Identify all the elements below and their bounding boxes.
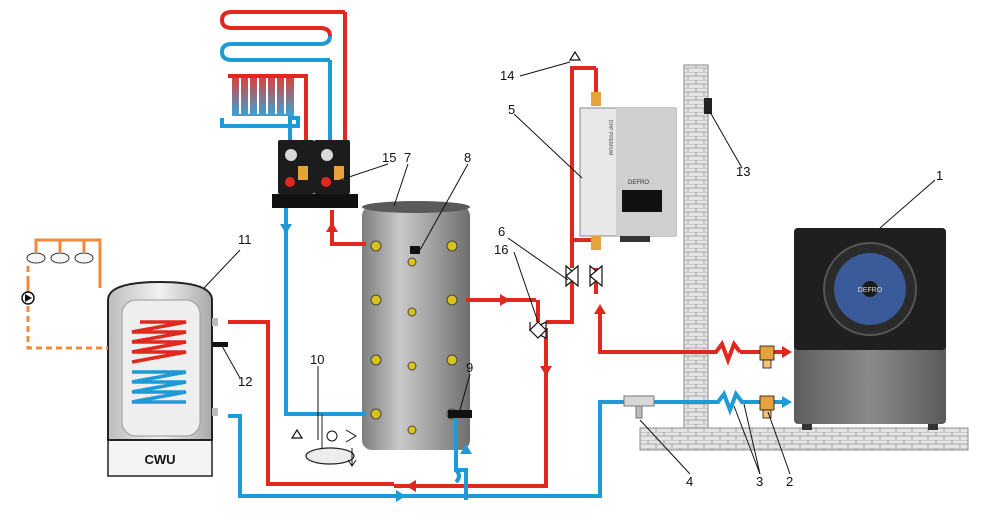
callout-8: 8	[464, 150, 471, 165]
callout-numbers: 1 2 3 4 5 6 7 8 9 10 11 12 13 14 15 16	[238, 68, 943, 489]
brass-fitting-top	[591, 92, 601, 106]
dhw-tank-label: CWU	[144, 452, 175, 467]
brick-wall	[683, 64, 709, 431]
valve-icons	[528, 264, 603, 339]
pump-group-module	[272, 140, 358, 208]
separator-fitting	[623, 395, 655, 407]
dhw-circuit	[26, 238, 108, 350]
room-sensor	[704, 98, 712, 114]
buffer-tank	[362, 201, 470, 450]
callout-1: 1	[936, 168, 943, 183]
callout-11: 11	[238, 232, 252, 247]
filter-valves	[759, 345, 775, 419]
radiator-coils	[219, 10, 347, 140]
faucet-icons	[26, 252, 94, 264]
air-vent-icon	[568, 50, 582, 61]
heat-pump-brand: DEFRO	[858, 287, 883, 294]
callout-3: 3	[756, 474, 763, 489]
callout-12: 12	[238, 374, 252, 389]
callout-15: 15	[382, 150, 396, 165]
callout-2: 2	[786, 474, 793, 489]
return-pipes	[228, 208, 782, 500]
indoor-unit-brand: DEFRO	[628, 180, 649, 186]
flow-arrows	[280, 222, 792, 502]
brass-fitting-bottom	[591, 236, 601, 250]
callout-7: 7	[404, 150, 411, 165]
callout-14: 14	[500, 68, 514, 83]
expansion-vessel	[290, 414, 357, 467]
radiator	[220, 74, 308, 140]
callout-6: 6	[498, 224, 505, 239]
callout-4: 4	[686, 474, 693, 489]
indoor-unit-side-text: DHP PREMIUM	[607, 120, 613, 155]
callout-10: 10	[310, 352, 324, 367]
callout-9: 9	[466, 360, 473, 375]
leader-lines	[203, 61, 936, 475]
floor-slab	[639, 427, 969, 451]
buffer-sensor	[448, 410, 472, 418]
dhw-tank: CWU	[107, 280, 228, 477]
callout-16: 16	[494, 242, 508, 257]
callout-5: 5	[508, 102, 515, 117]
indoor-unit: DEFRO DHP PREMIUM	[579, 107, 677, 242]
callout-13: 13	[736, 164, 750, 179]
heat-pump-outdoor-unit: DEFRO	[794, 228, 946, 430]
